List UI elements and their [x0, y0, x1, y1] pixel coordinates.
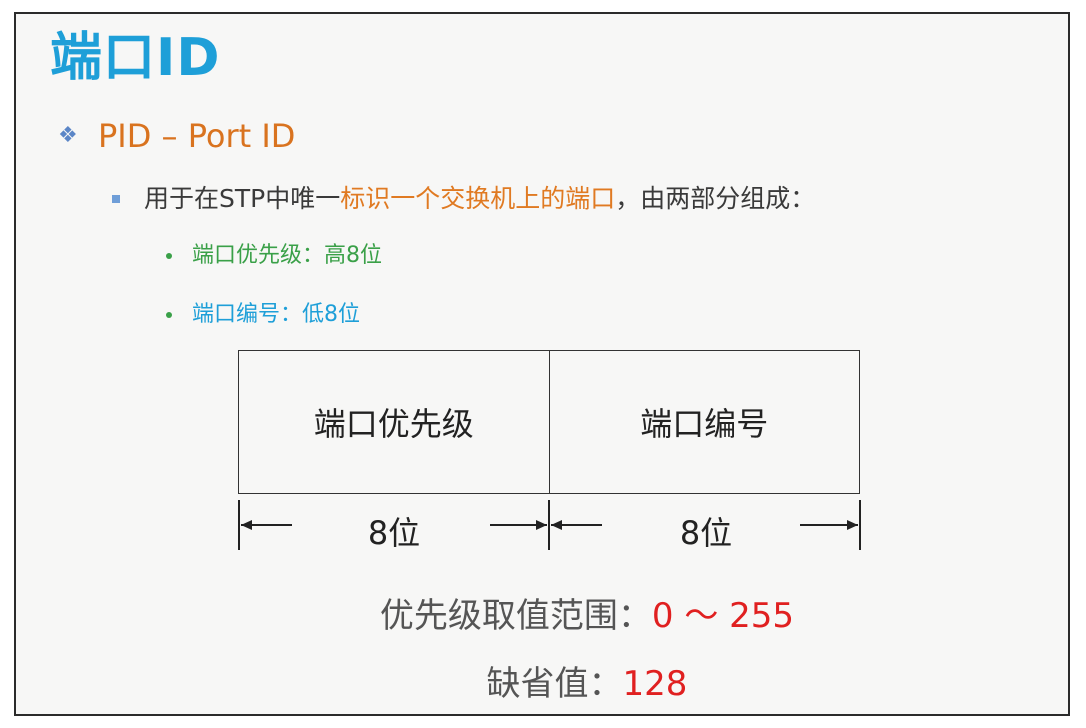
level1-text: PID – Port ID [98, 117, 296, 155]
priority-text: 端口优先级：高8位 [192, 243, 382, 268]
bullet-level1: ❖ PID – Port ID [58, 116, 295, 156]
level2-highlight: 标识一个交换机上的端口 [340, 184, 616, 213]
default-value: 128 [622, 664, 688, 704]
bullet-priority: 端口优先级：高8位 [166, 241, 382, 271]
bit-arrows [238, 500, 861, 550]
port-number-bit-label: 8位 [679, 514, 733, 552]
slide-title: 端口ID [50, 28, 221, 88]
dot-bullet-icon [166, 253, 172, 259]
dot-bullet-icon [166, 312, 172, 318]
bullet-level2: 用于在STP中唯一标识一个交换机上的端口，由两部分组成： [112, 182, 815, 216]
port-number-text: 端口编号：低8位 [192, 302, 360, 327]
port-number-cell: 端口编号 [548, 351, 860, 493]
bullet-port-number: 端口编号：低8位 [166, 300, 360, 330]
pid-diagram-box: 端口优先级 端口编号 [238, 350, 860, 494]
priority-cell: 端口优先级 [313, 405, 474, 443]
priority-range-line: 优先级取值范围：0 ～ 255 [16, 588, 1068, 637]
default-value-label: 缺省值： [486, 664, 623, 704]
slide: 端口ID ❖ PID – Port ID 用于在STP中唯一标识一个交换机上的端… [14, 12, 1070, 716]
priority-bit-label: 8位 [367, 514, 421, 552]
diamond-cluster-icon: ❖ [58, 123, 78, 148]
level2-prefix: 用于在STP中唯一 [144, 184, 341, 213]
bit-width-indicator: 8位 8位 [238, 496, 862, 556]
level2-suffix: ，由两部分组成： [615, 184, 816, 213]
default-value-line: 缺省值：128 [16, 656, 1068, 705]
priority-range-value: 0 ～ 255 [651, 596, 795, 636]
priority-range-label: 优先级取值范围： [379, 596, 652, 636]
square-bullet-icon [112, 195, 120, 203]
